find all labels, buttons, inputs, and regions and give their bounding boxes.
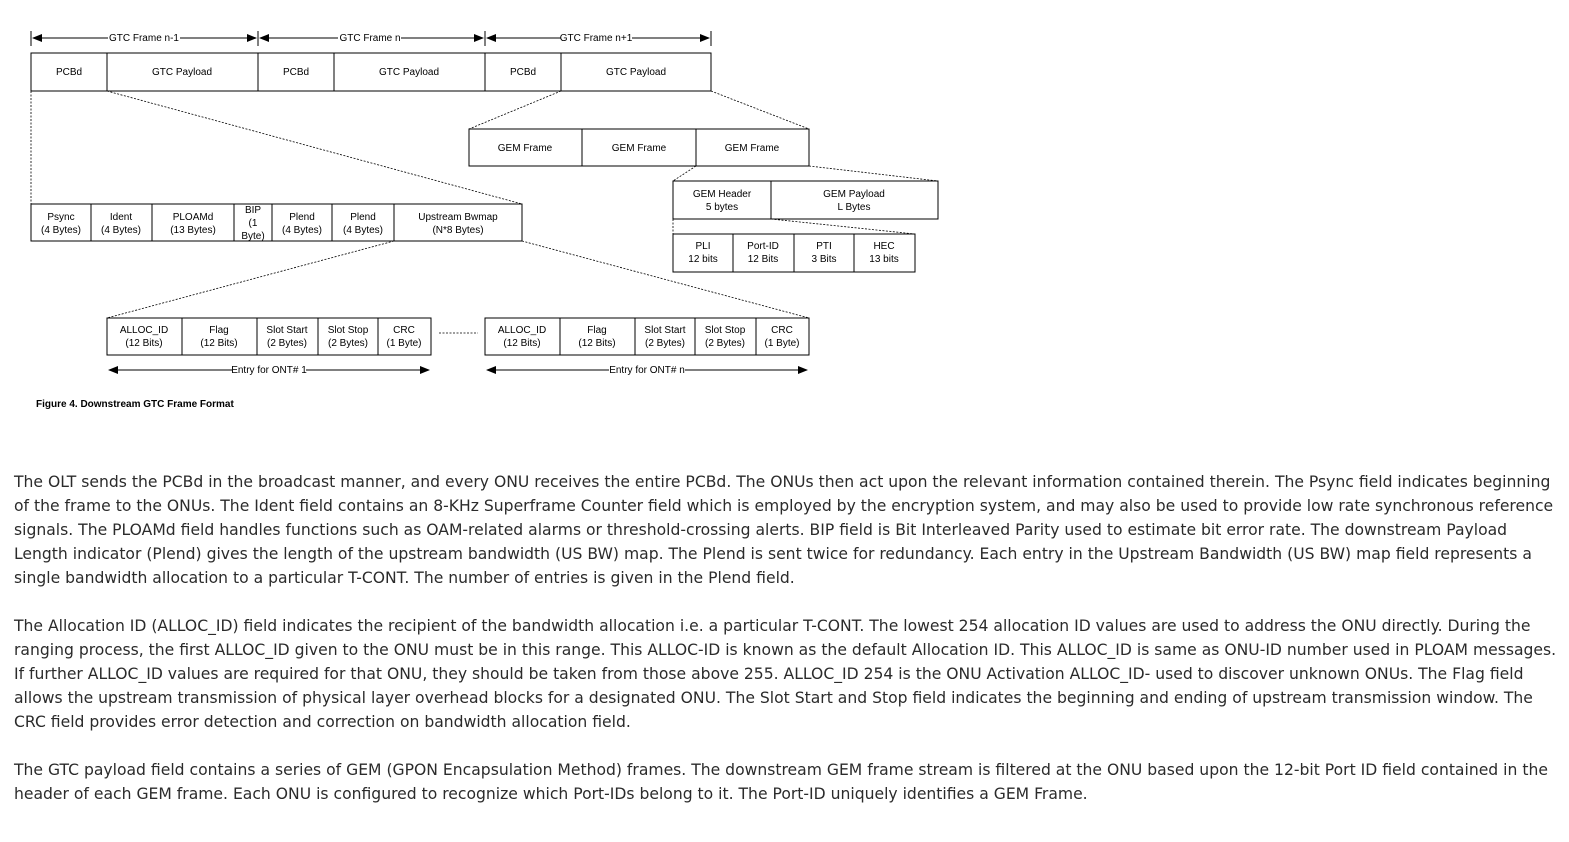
frame-arrows: GTC Frame n-1 GTC Frame n GTC Frame n+1 xyxy=(30,31,712,46)
gem-structure-row: GEM Header 5 bytes GEM Payload L Bytes xyxy=(672,180,939,220)
bwmap-field-size: (N*8 Bytes) xyxy=(432,225,483,236)
plend-field-1-label: Plend xyxy=(289,212,315,223)
entryn-alloc-id-label: ALLOC_ID xyxy=(498,325,546,336)
port-id-field-label: Port-ID xyxy=(747,241,779,252)
ident-field-size: (4 Bytes) xyxy=(101,225,141,236)
entryn-alloc-id-size: (12 Bits) xyxy=(503,338,540,349)
gem-frame-2: GEM Frame xyxy=(612,143,667,154)
entryn-crc-label: CRC xyxy=(771,325,793,336)
pcbd-fields-row: Psync (4 Bytes) Ident (4 Bytes) PLOAMd (… xyxy=(30,203,523,242)
pti-field-label: PTI xyxy=(816,241,832,252)
bwmap-entry-ont-n: ALLOC_ID (12 Bits) Flag (12 Bits) Slot S… xyxy=(484,317,810,356)
pti-field-size: 3 Bits xyxy=(811,254,836,265)
entryn-crc-size: (1 Byte) xyxy=(764,338,799,349)
paragraph-alloc-id: The Allocation ID (ALLOC_ID) field indic… xyxy=(14,617,1557,731)
bwmap-field-label: Upstream Bwmap xyxy=(418,212,498,223)
frame-label-n-minus-1: GTC Frame n-1 xyxy=(109,33,179,44)
gtc-payload-box-3: GTC Payload xyxy=(606,67,666,78)
entryn-slot-start-label: Slot Start xyxy=(644,325,685,336)
entry1-slot-start-label: Slot Start xyxy=(266,325,307,336)
article-body: The OLT sends the PCBd in the broadcast … xyxy=(14,470,1559,830)
gtc-payload-box-1: GTC Payload xyxy=(152,67,212,78)
psync-field-label: Psync xyxy=(47,212,74,223)
gem-header-fields-row: PLI 12 bits Port-ID 12 Bits PTI 3 Bits H… xyxy=(672,233,916,273)
pli-field-size: 12 bits xyxy=(688,254,717,265)
entry1-slot-start-size: (2 Bytes) xyxy=(267,338,307,349)
figure-caption: Figure 4. Downstream GTC Frame Format xyxy=(36,399,234,410)
entryn-slot-start-size: (2 Bytes) xyxy=(645,338,685,349)
bip-field-label: BIP xyxy=(245,205,261,216)
ploamd-field-label: PLOAMd xyxy=(173,212,214,223)
entry1-alloc-id-label: ALLOC_ID xyxy=(120,325,168,336)
hec-field-size: 13 bits xyxy=(869,254,898,265)
gem-frame-3: GEM Frame xyxy=(725,143,780,154)
gem-header-size: 5 bytes xyxy=(706,202,738,213)
entry1-crc-label: CRC xyxy=(393,325,415,336)
gtc-payload-box-2: GTC Payload xyxy=(379,67,439,78)
bwmap-entry-ont-1: ALLOC_ID (12 Bits) Flag (12 Bits) Slot S… xyxy=(106,317,432,356)
hec-field-label: HEC xyxy=(873,241,894,252)
frame-label-n: GTC Frame n xyxy=(339,33,400,44)
entry-arrows: Entry for ONT# 1 Entry for ONT# n xyxy=(108,365,808,376)
gem-payload-size: L Bytes xyxy=(838,202,871,213)
frame-label-n-plus-1: GTC Frame n+1 xyxy=(560,33,633,44)
plend-field-2-size: (4 Bytes) xyxy=(343,225,383,236)
downstream-gtc-frame-diagram: GTC Frame n-1 GTC Frame n GTC Frame n+1 … xyxy=(30,31,939,410)
gem-frame-1: GEM Frame xyxy=(498,143,553,154)
entry-label-ont-n: Entry for ONT# n xyxy=(609,365,685,376)
entry1-flag-size: (12 Bits) xyxy=(200,338,237,349)
bip-field-size-2: Byte) xyxy=(241,231,264,242)
ident-field-label: Ident xyxy=(110,212,132,223)
plend-field-2-label: Plend xyxy=(350,212,376,223)
entry1-slot-stop-size: (2 Bytes) xyxy=(328,338,368,349)
plend-field-1-size: (4 Bytes) xyxy=(282,225,322,236)
port-id-field-size: 12 Bits xyxy=(748,254,779,265)
entry-label-ont-1: Entry for ONT# 1 xyxy=(231,365,307,376)
gtc-frame-row: PCBd GTC Payload PCBd GTC Payload PCBd G… xyxy=(30,52,712,92)
entryn-slot-stop-size: (2 Bytes) xyxy=(705,338,745,349)
paragraph-pcbd: The OLT sends the PCBd in the broadcast … xyxy=(14,473,1554,587)
paragraph-gtc-payload: The GTC payload field contains a series … xyxy=(14,761,1548,803)
expansion-lines xyxy=(30,90,939,334)
entryn-flag-size: (12 Bits) xyxy=(578,338,615,349)
bip-field-size-1: (1 xyxy=(249,218,258,229)
entry1-slot-stop-label: Slot Stop xyxy=(328,325,369,336)
pcbd-box-1: PCBd xyxy=(56,67,82,78)
pcbd-box-3: PCBd xyxy=(510,67,536,78)
ploamd-field-size: (13 Bytes) xyxy=(170,225,216,236)
pli-field-label: PLI xyxy=(695,241,710,252)
gem-payload-label: GEM Payload xyxy=(823,189,885,200)
entryn-flag-label: Flag xyxy=(587,325,606,336)
entry1-flag-label: Flag xyxy=(209,325,228,336)
psync-field-size: (4 Bytes) xyxy=(41,225,81,236)
entry1-crc-size: (1 Byte) xyxy=(386,338,421,349)
entry1-alloc-id-size: (12 Bits) xyxy=(125,338,162,349)
gem-frame-row: GEM Frame GEM Frame GEM Frame xyxy=(468,128,810,167)
entryn-slot-stop-label: Slot Stop xyxy=(705,325,746,336)
gem-header-label: GEM Header xyxy=(693,189,752,200)
pcbd-box-2: PCBd xyxy=(283,67,309,78)
